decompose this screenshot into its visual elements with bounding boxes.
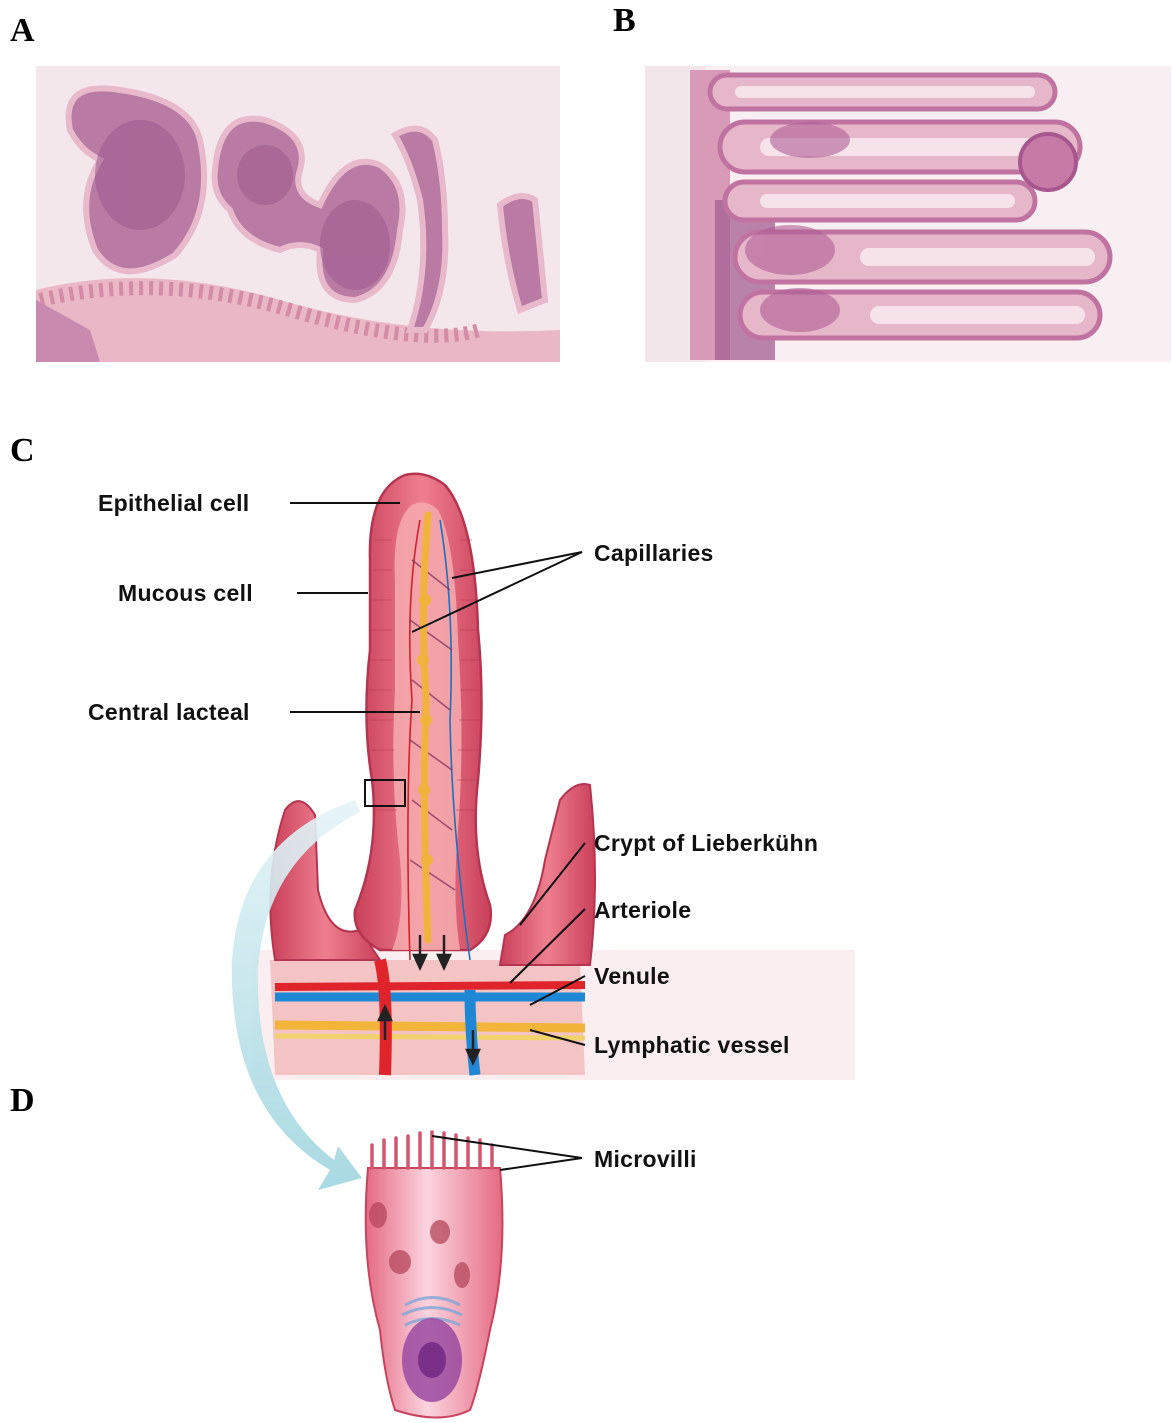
label-central-lacteal: Central lacteal <box>88 699 250 726</box>
micrograph-b <box>645 66 1171 362</box>
micrograph-a <box>36 66 560 362</box>
label-microvilli: Microvilli <box>594 1146 697 1173</box>
label-arteriole: Arteriole <box>594 897 691 924</box>
label-crypt: Crypt of Lieberkühn <box>594 830 818 857</box>
label-epithelial-cell: Epithelial cell <box>98 490 250 517</box>
label-lymphatic-vessel: Lymphatic vessel <box>594 1032 790 1059</box>
epithelial-cell-illustration <box>366 1132 503 1418</box>
label-capillaries: Capillaries <box>594 540 714 567</box>
label-venule: Venule <box>594 963 670 990</box>
label-mucous-cell: Mucous cell <box>118 580 253 607</box>
